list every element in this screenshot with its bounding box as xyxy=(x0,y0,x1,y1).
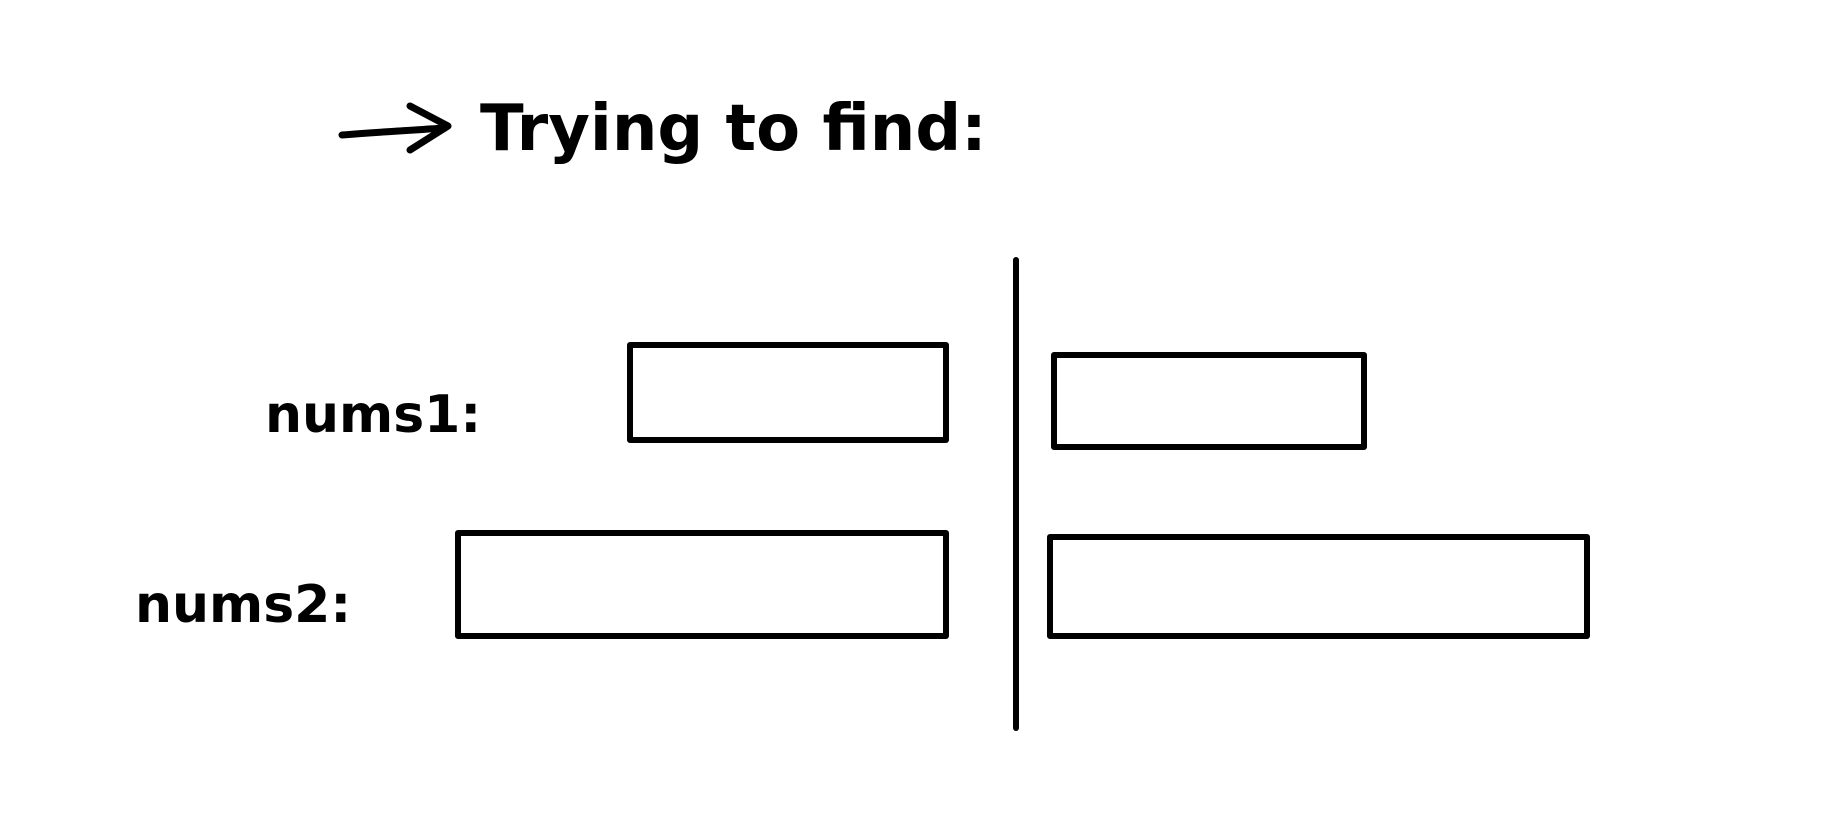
nums2-label: nums2: xyxy=(135,575,351,635)
heading-group: Trying to find: xyxy=(338,92,987,166)
nums1-right-box xyxy=(1051,352,1367,450)
row-nums2: nums2: xyxy=(135,530,1590,639)
heading-text: Trying to find: xyxy=(480,92,987,166)
arrow-right-icon xyxy=(338,102,452,154)
nums1-left-box xyxy=(627,342,949,443)
nums2-right-box xyxy=(1047,534,1590,639)
row-nums1: nums1: xyxy=(265,342,1367,450)
nums1-label: nums1: xyxy=(265,385,481,445)
nums2-left-box xyxy=(455,530,949,639)
